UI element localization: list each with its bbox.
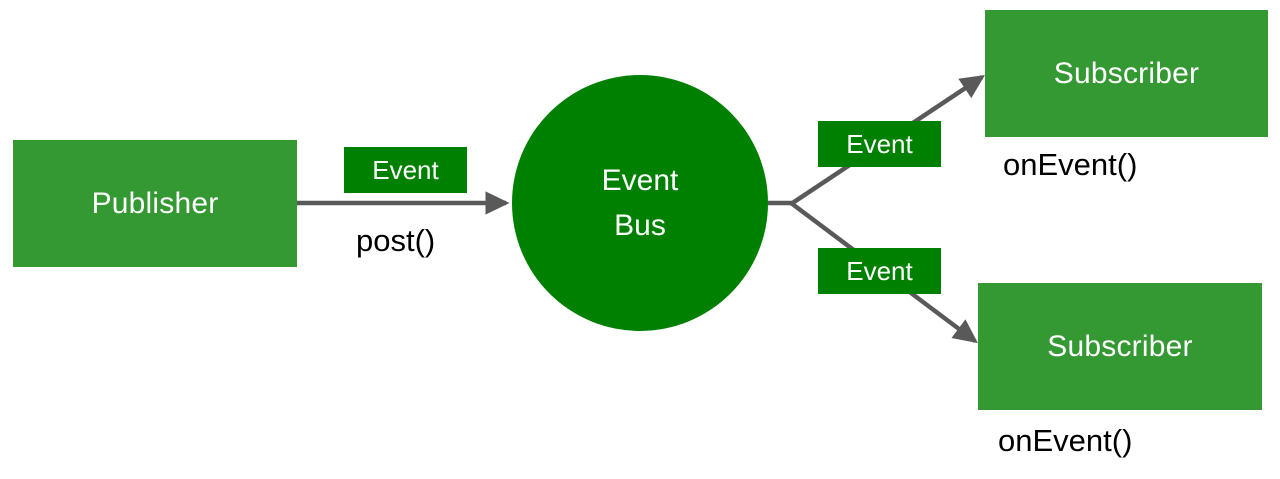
event-chip-deliver-top: Event — [818, 121, 941, 167]
node-publisher[interactable]: Publisher — [13, 140, 297, 267]
edge-label-onevent-top: onEvent() — [1003, 147, 1138, 182]
event-chip-publish-label: Event — [372, 154, 439, 185]
event-chip-deliver-bottom: Event — [818, 248, 941, 294]
event-chip-deliver-top-label: Event — [846, 128, 913, 159]
edge-label-onevent-bottom: onEvent() — [998, 423, 1133, 458]
node-subscriber-top[interactable]: Subscriber — [985, 10, 1268, 137]
node-event-bus-label-line2: Bus — [614, 209, 666, 242]
event-chip-publish: Event — [344, 147, 467, 193]
node-event-bus[interactable]: Event Bus — [512, 75, 768, 331]
node-event-bus-label-line1: Event — [601, 164, 679, 197]
event-chip-deliver-bottom-label: Event — [846, 255, 913, 286]
edge-label-post: post() — [356, 223, 436, 258]
node-publisher-label: Publisher — [91, 186, 219, 220]
node-subscriber-top-label: Subscriber — [1053, 56, 1200, 90]
node-subscriber-bottom-label: Subscriber — [1047, 329, 1193, 363]
node-subscriber-bottom[interactable]: Subscriber — [978, 283, 1262, 410]
